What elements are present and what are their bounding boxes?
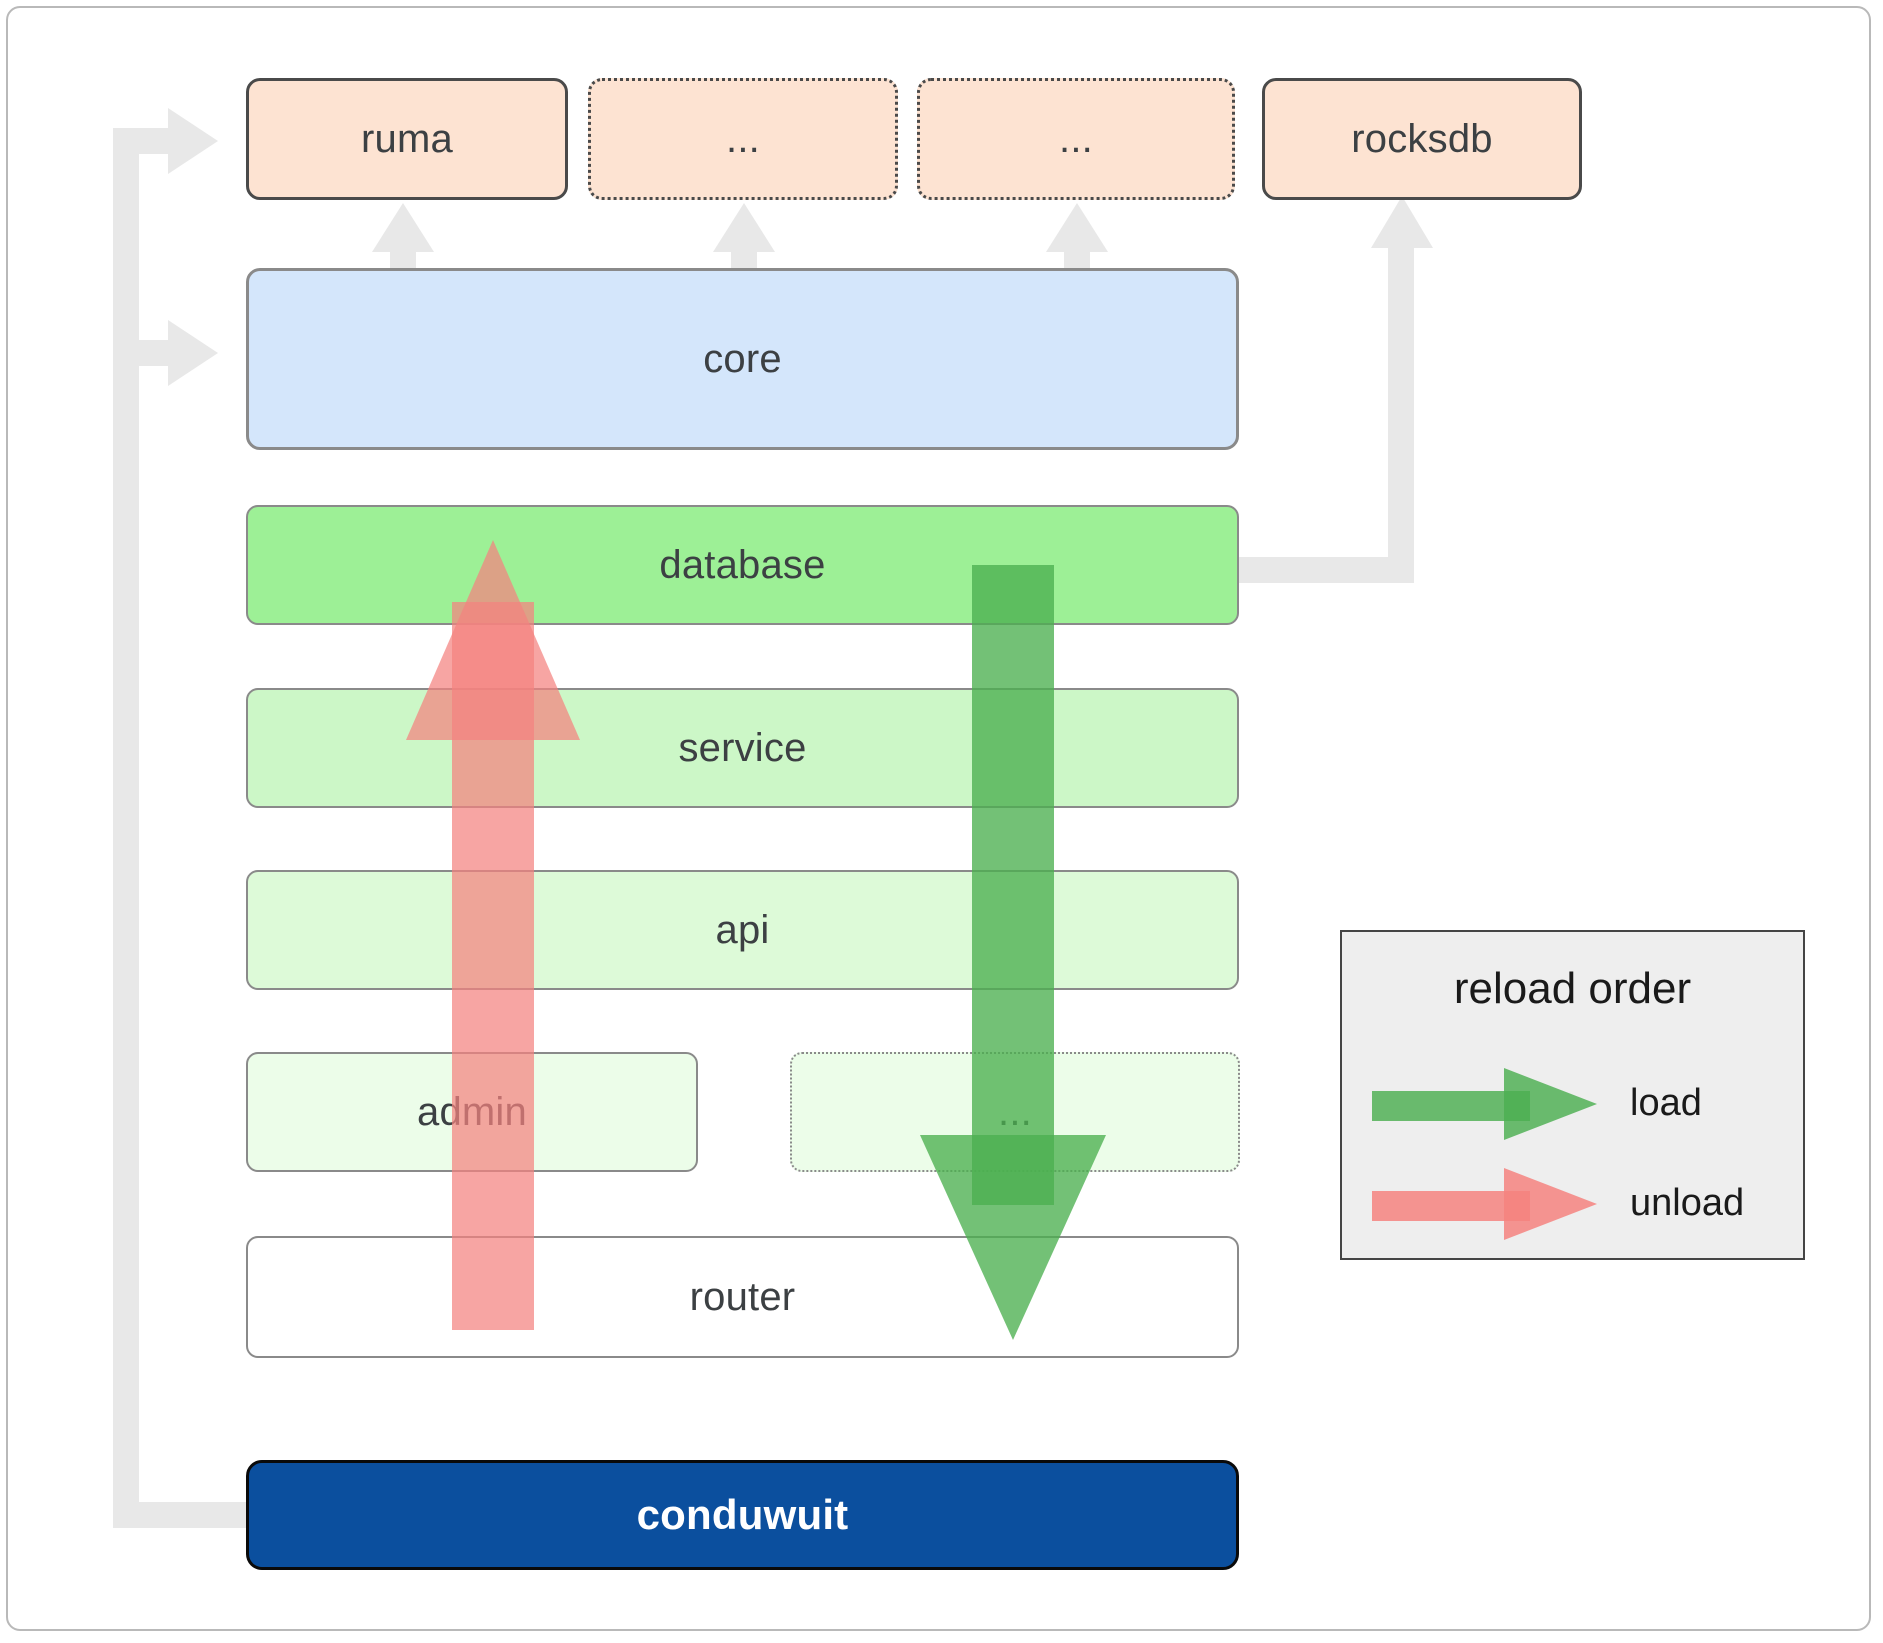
layer-label-admin: admin bbox=[417, 1089, 527, 1134]
dependency-box-dots1[interactable]: ... bbox=[588, 78, 898, 200]
layer-box-admin[interactable]: admin bbox=[246, 1052, 698, 1172]
legend-label-unload: unload bbox=[1630, 1182, 1745, 1224]
dependency-label-dots2: ... bbox=[1059, 116, 1093, 161]
dependency-box-dots2[interactable]: ... bbox=[917, 78, 1235, 200]
dependency-label-ruma: ruma bbox=[361, 116, 453, 161]
layer-label-router: router bbox=[689, 1274, 796, 1319]
layer-box-api[interactable]: api bbox=[246, 870, 1239, 990]
layer-box-dots3[interactable]: ... bbox=[790, 1052, 1240, 1172]
layer-label-dots3: ... bbox=[998, 1089, 1032, 1134]
core-box[interactable]: core bbox=[246, 268, 1239, 450]
legend-arrow-load-icon bbox=[1372, 1068, 1597, 1140]
layer-label-api: api bbox=[715, 907, 770, 952]
legend-arrow-unload-icon bbox=[1372, 1168, 1597, 1240]
brand-label: conduwuit bbox=[636, 1491, 849, 1538]
dependency-box-ruma[interactable]: ruma bbox=[246, 78, 568, 200]
dependency-label-dots1: ... bbox=[726, 116, 760, 161]
dependency-label-rocksdb: rocksdb bbox=[1351, 116, 1493, 161]
core-label: core bbox=[703, 336, 782, 381]
layer-box-router[interactable]: router bbox=[246, 1236, 1239, 1358]
dependency-box-rocksdb[interactable]: rocksdb bbox=[1262, 78, 1582, 200]
layer-box-database[interactable]: database bbox=[246, 505, 1239, 625]
legend-label-load: load bbox=[1630, 1082, 1702, 1124]
legend-panel: reload order load unload bbox=[1340, 930, 1805, 1260]
layer-label-database: database bbox=[659, 542, 826, 587]
brand-box-conduwuit[interactable]: conduwuit bbox=[246, 1460, 1239, 1570]
layer-label-service: service bbox=[678, 725, 807, 770]
legend-title: reload order bbox=[1453, 964, 1692, 1013]
layer-box-service[interactable]: service bbox=[246, 688, 1239, 808]
